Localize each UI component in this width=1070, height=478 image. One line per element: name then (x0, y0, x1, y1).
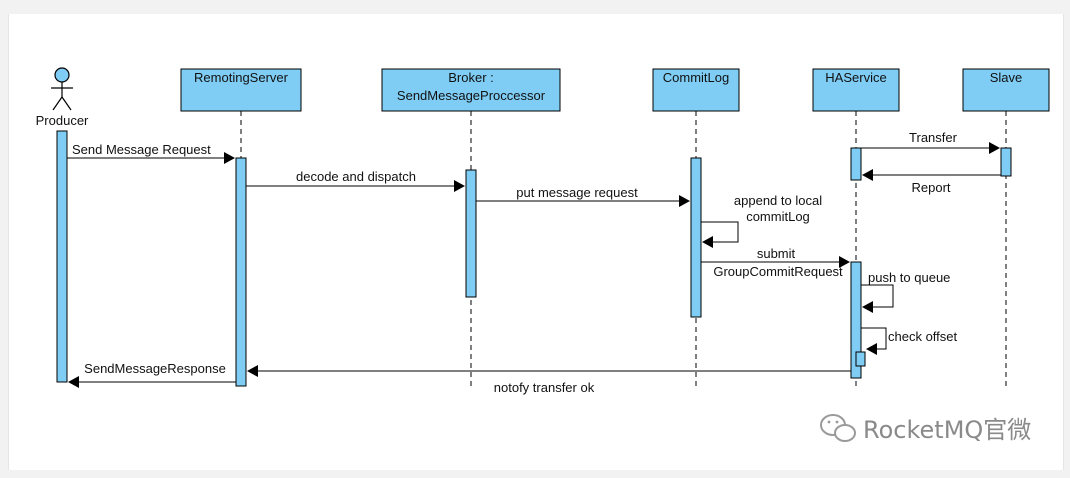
wechat-logo-icon (820, 414, 856, 442)
activation-broker (465, 169, 477, 298)
diagram-canvas: Producer RemotingServer Broker : SendMes… (8, 14, 1064, 470)
label-submit-line1: submit (757, 246, 796, 261)
activation-producer (56, 130, 68, 383)
participant-box-commit-log (652, 68, 740, 112)
participant-broker-line2: SendMessageProccessor (397, 88, 546, 103)
activation-ha-service-check (855, 351, 866, 367)
label-put-message-request: put message request (516, 185, 638, 200)
activation-ha-service-transfer (850, 147, 862, 181)
label-push-to-queue: push to queue (868, 270, 950, 285)
label-transfer: Transfer (909, 130, 958, 145)
participant-remoting-server: RemotingServer (194, 70, 289, 85)
participant-producer: Producer (36, 113, 89, 128)
activation-slave (1000, 147, 1012, 177)
arrow-append-self (701, 221, 739, 248)
lifelines (240, 111, 1007, 388)
producer-actor-icon (51, 67, 73, 111)
label-submit-line2: GroupCommitRequest (713, 264, 843, 279)
activation-commit-log (690, 157, 702, 318)
label-check-offset: check offset (888, 329, 958, 344)
label-decode-and-dispatch: decode and dispatch (296, 169, 416, 184)
participant-ha-service: HAService (825, 70, 886, 85)
label-send-message-response: SendMessageResponse (84, 361, 226, 376)
participant-box-ha-service (812, 68, 900, 112)
label-report: Report (911, 180, 950, 195)
participant-box-slave (962, 68, 1050, 112)
participant-box-broker (381, 68, 561, 112)
participant-slave: Slave (990, 70, 1023, 85)
participant-broker-line1: Broker : (448, 70, 494, 85)
label-notofy-transfer-ok: notofy transfer ok (494, 380, 595, 395)
arrow-push-to-queue-self (861, 284, 894, 313)
participant-box-remoting-server (180, 68, 302, 112)
label-append-line2: commitLog (746, 209, 810, 224)
label-send-message-request: Send Message Request (72, 142, 211, 157)
activation-ha-service (850, 261, 862, 379)
watermark-text: RocketMQ官微 (863, 416, 1031, 444)
label-append-line1: append to local (734, 193, 822, 208)
activation-remoting-server (235, 157, 247, 387)
participant-commit-log: CommitLog (663, 70, 729, 85)
arrow-check-offset-self (861, 327, 887, 355)
